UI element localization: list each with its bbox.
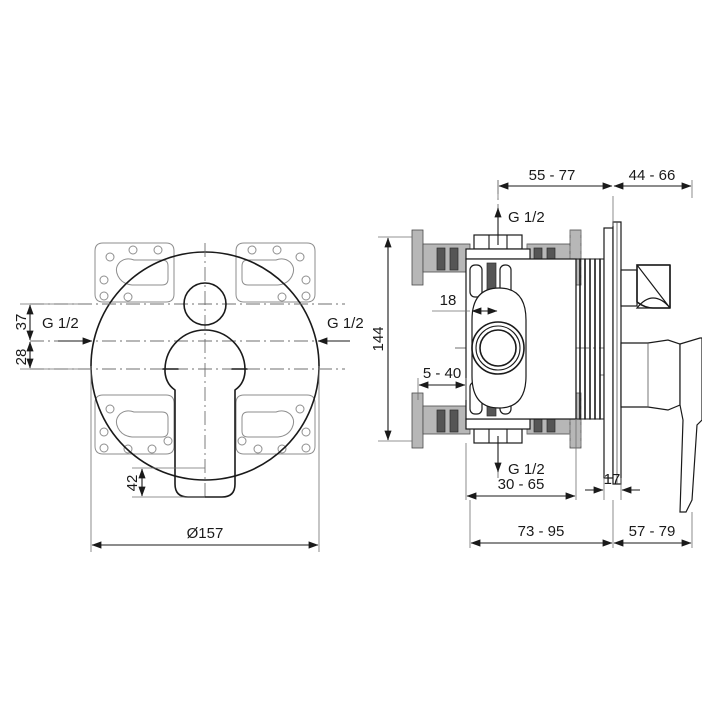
outlet-label-bottom: G 1/2 [508, 461, 545, 478]
bottom-left-flange [411, 392, 424, 449]
outlet-label-top: G 1/2 [508, 209, 545, 226]
dim-label-dia157: Ø157 [187, 525, 224, 542]
diverter-button-circle [183, 282, 227, 326]
diverter-stem [620, 269, 638, 307]
escutcheon-plate-side [603, 227, 614, 479]
shaft-key-top-left [486, 262, 497, 290]
diverter-button-side [620, 264, 671, 309]
bottom-inlet-collar [465, 418, 531, 430]
dimension-18: 18 [432, 292, 498, 315]
shaft-sleeve-top-left [469, 264, 483, 298]
dimension-17: 17 [585, 471, 640, 500]
dimension-144: 144 [370, 236, 412, 442]
dimension-57-79: 57 - 79 [613, 512, 693, 548]
thread-label-left: G 1/2 [42, 315, 79, 332]
callout-thread-left: G 1/2 [42, 315, 93, 345]
dim-label-55-77: 55 - 77 [529, 167, 576, 184]
dimension-dia157: Ø157 [90, 366, 320, 552]
threaded-sleeve-group [575, 258, 605, 420]
dimension-55-77: 55 - 77 [497, 167, 614, 226]
thread-label-right: G 1/2 [327, 315, 364, 332]
lever-arm-profile [679, 337, 702, 513]
lever-handle-side [620, 337, 702, 513]
cartridge-ring-outer [471, 321, 525, 375]
dim-label-44-66: 44 - 66 [629, 167, 676, 184]
dim-label-42: 42 [124, 475, 141, 492]
dimension-44-66: 44 - 66 [613, 167, 693, 198]
callout-outlet-top: G 1/2 [494, 207, 545, 245]
top-inlet-collar [465, 248, 531, 260]
bottom-left-rail-slot-2 [449, 409, 459, 433]
dim-label-17: 17 [604, 471, 621, 488]
dimension-37: 37 [13, 303, 78, 341]
dimension-42: 42 [124, 467, 205, 498]
dim-label-5-40: 5 - 40 [423, 365, 461, 382]
callout-thread-right: G 1/2 [317, 315, 364, 345]
cartridge-ring-middle [475, 325, 521, 371]
dimension-28: 28 [13, 341, 92, 370]
top-left-rail [422, 243, 471, 273]
dimension-5-40: 5 - 40 [417, 365, 467, 400]
bottom-left-rail [422, 405, 471, 435]
front-view-group: 37 28 G 1/2 G 1/2 42 [13, 242, 364, 552]
dim-label-73-95: 73 - 95 [518, 523, 565, 540]
top-left-rail-slot-2 [449, 247, 459, 271]
bottom-left-rail-slot-1 [436, 409, 446, 433]
diverter-cap-outline [636, 264, 671, 309]
cartridge-body-outline [471, 287, 527, 409]
top-left-rail-slot-1 [436, 247, 446, 271]
dim-label-28: 28 [13, 349, 30, 366]
dim-label-30-65: 30 - 65 [498, 476, 545, 493]
bottom-inlet-assembly [411, 392, 582, 449]
top-left-flange [411, 229, 424, 286]
dim-label-37: 37 [13, 314, 30, 331]
cartridge-ring-inner [479, 329, 517, 367]
dimension-73-95: 73 - 95 [469, 500, 614, 548]
dim-label-144: 144 [370, 326, 387, 351]
callout-outlet-bottom: G 1/2 [494, 436, 545, 478]
dimension-30-65: 30 - 65 [465, 419, 577, 500]
side-view-group: G 1/2 G 1/2 55 - 77 44 - 66 18 [370, 167, 702, 548]
dim-label-18: 18 [440, 292, 457, 309]
dim-label-57-79: 57 - 79 [629, 523, 676, 540]
diverter-cap-profile [635, 264, 671, 309]
lever-hub-profile [620, 339, 681, 411]
